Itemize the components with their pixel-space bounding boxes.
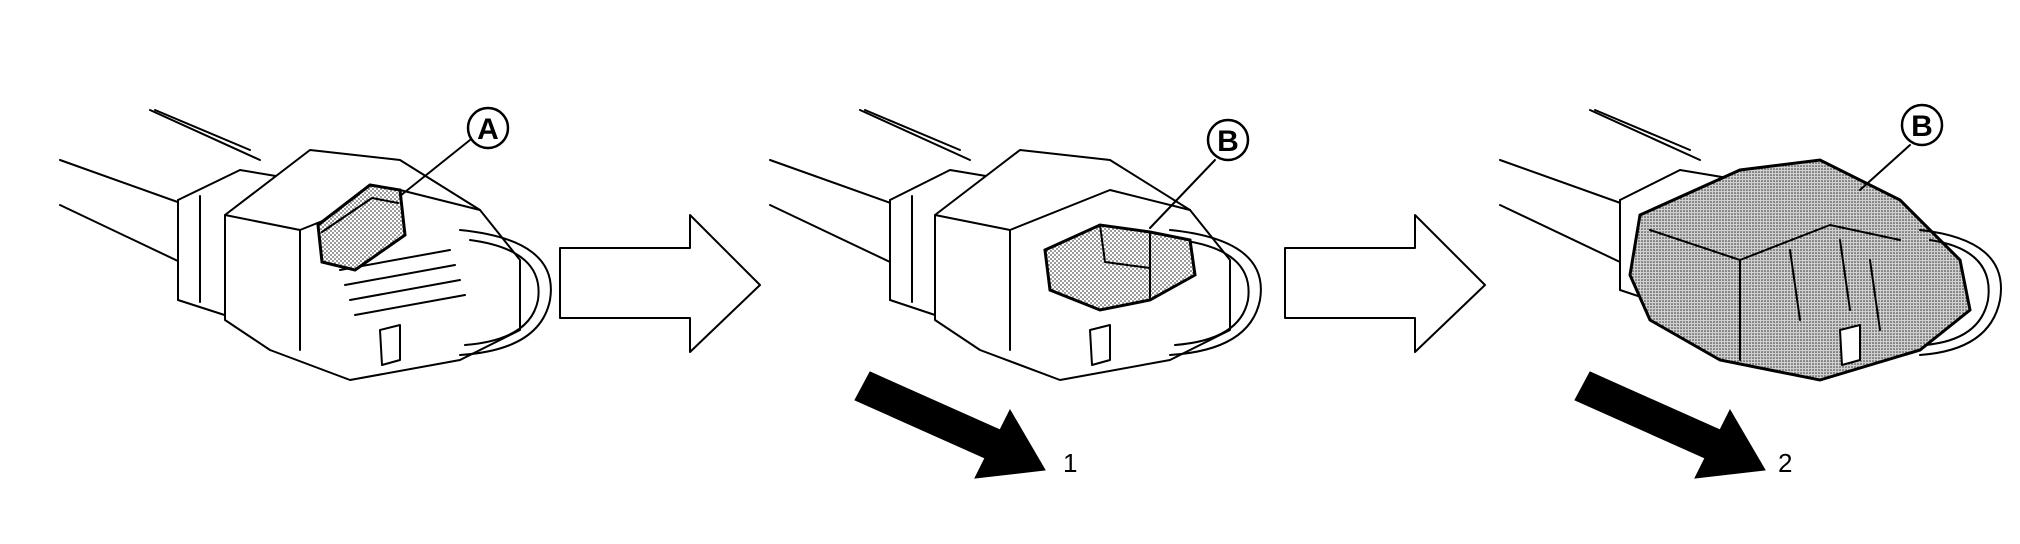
step-label-2: 2 (1778, 448, 1792, 478)
step-arrow-2 (1284, 214, 1486, 353)
callout-b2-label: B (1911, 110, 1933, 143)
panel-3-connector (1499, 109, 2002, 382)
lever-b-raised (1043, 223, 1197, 312)
callout-b-panel-2: B (1149, 118, 1250, 229)
panel-1-connector (59, 109, 552, 381)
connector-body-separated (1628, 158, 1972, 382)
lock-tab-a (316, 183, 407, 272)
callout-b1-label: B (1217, 125, 1239, 158)
panel-2-connector (769, 109, 1262, 381)
step-label-1: 1 (1063, 448, 1077, 478)
callout-a: A (399, 106, 510, 197)
callout-a-label: A (477, 113, 499, 146)
motion-arrow-1: 1 (854, 371, 1077, 479)
callout-b-panel-3: B (1859, 103, 1944, 191)
motion-arrow-2: 2 (1574, 371, 1792, 479)
step-arrow-1 (559, 214, 761, 353)
